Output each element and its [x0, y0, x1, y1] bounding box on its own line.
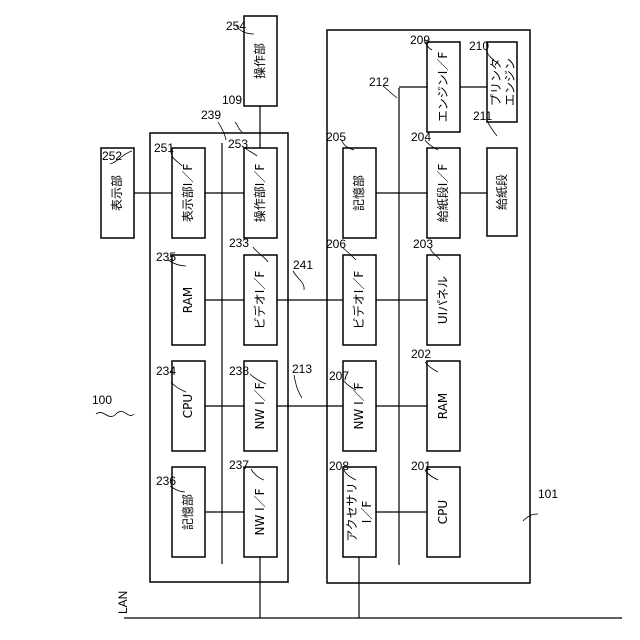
leader-213 [294, 375, 302, 398]
controller-nw-if-238-label: NW I／F [253, 382, 267, 429]
ref-207: 207 [329, 369, 349, 383]
ref-203: 203 [413, 237, 433, 251]
ref-109: 109 [222, 93, 242, 107]
leader-109 [235, 122, 242, 132]
ref-202: 202 [411, 347, 431, 361]
leader-239 [218, 122, 226, 140]
ref-213: 213 [292, 362, 312, 376]
ref-204: 204 [411, 130, 431, 144]
printer-video-if-label: ビデオI／F [351, 271, 366, 330]
ref-100: 100 [92, 393, 112, 407]
controller-nw-if-237-label: NW I／F [253, 488, 267, 535]
leader-211 [487, 121, 497, 136]
ref-233: 233 [229, 236, 249, 250]
ref-210: 210 [469, 39, 489, 53]
display-if-label: 表示部I／F [180, 164, 195, 223]
accessory-if-label-line1: アクセサリ [345, 482, 359, 541]
ref-251: 251 [154, 141, 174, 155]
ref-101: 101 [538, 487, 558, 501]
ref-241: 241 [293, 258, 313, 272]
ref-253: 253 [228, 137, 248, 151]
ref-236: 236 [156, 474, 176, 488]
ref-205: 205 [326, 130, 346, 144]
operation-if-label: 操作部I／F [252, 164, 267, 223]
ref-252: 252 [102, 149, 122, 163]
ref-235: 235 [156, 250, 176, 264]
feed-if-label: 給紙段I／F [435, 164, 450, 223]
ref-211: 211 [473, 109, 492, 123]
ref-212: 212 [369, 75, 389, 89]
printer-cpu-label: CPU [436, 500, 450, 524]
engine-if-label: エンジンI／F [436, 52, 450, 123]
ui-panel-label: UIパネル [436, 276, 450, 324]
ref-234: 234 [156, 364, 176, 378]
ref-208: 208 [329, 459, 349, 473]
printer-ram-label: RAM [436, 393, 450, 419]
ref-254: 254 [226, 19, 246, 33]
leader-241 [293, 271, 304, 290]
leader-lines [96, 25, 538, 521]
print-engine-label-line2: エンジン [503, 58, 517, 106]
printer-storage-label: 記憶部 [351, 175, 366, 211]
operation-unit-label: 操作部 [252, 43, 267, 79]
lan-label: LAN [116, 591, 130, 614]
ref-239: 239 [201, 108, 221, 122]
display-unit-label: 表示部 [109, 175, 124, 211]
controller-video-if-label: ビデオI／F [252, 271, 267, 330]
controller-cpu-label: CPU [181, 394, 195, 418]
ref-201: 201 [411, 459, 431, 473]
accessory-if-label-line2: I／F [360, 501, 374, 524]
print-engine-label-line1: プリンタ [489, 58, 503, 106]
ref-238: 238 [229, 364, 249, 378]
controller-ram-label: RAM [181, 287, 195, 313]
controller-storage-label: 記憶部 [180, 494, 195, 530]
feed-tray-label: 給紙段 [494, 174, 509, 210]
ref-209: 209 [410, 33, 430, 47]
ref-206: 206 [326, 237, 346, 251]
leader-100 [96, 411, 134, 416]
ref-237: 237 [229, 458, 249, 472]
